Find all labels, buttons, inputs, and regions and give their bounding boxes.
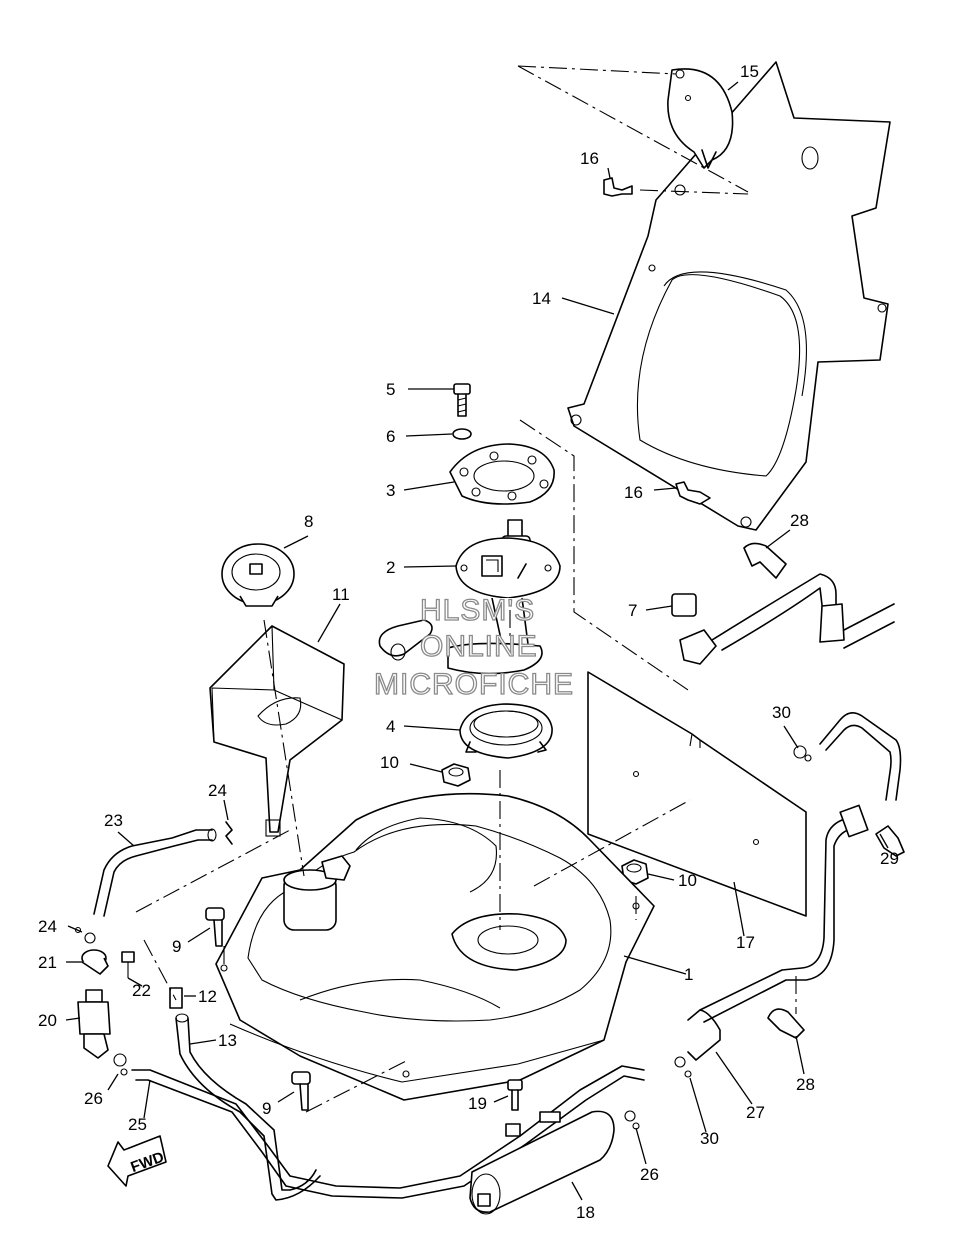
- part-30-clip-upper: [793, 745, 812, 762]
- align-line-hose13: [143, 939, 177, 1001]
- leader-lines: [65, 81, 889, 1201]
- part-28-clamp-lower: [767, 1008, 805, 1039]
- watermark-line2: ONLINE: [420, 630, 538, 663]
- part-28-clamp-upper: [743, 542, 787, 579]
- part-26-clip-left: [113, 1053, 128, 1076]
- callout-11: 11: [332, 585, 350, 604]
- callout-3: 3: [386, 481, 395, 500]
- part-16-rivet-upper: [603, 177, 686, 197]
- callout-16-lower: 16: [624, 483, 643, 502]
- align-line-bolt9b: [305, 1059, 409, 1113]
- callout-26-right: 26: [640, 1165, 659, 1184]
- leader-dash-15: [517, 65, 677, 75]
- part-29-hose-fitting: [819, 712, 905, 857]
- part-16-rivet-lower: [675, 481, 711, 505]
- part-8-fuel-cap: [221, 543, 295, 607]
- part-13-breather-hose: [175, 1013, 321, 1201]
- part-17-tank-pad: [587, 671, 807, 917]
- callout-1: 1: [684, 965, 693, 984]
- part-19-bolt: [507, 1079, 523, 1111]
- callout-10-right: 10: [678, 871, 697, 890]
- part-5-bolt: [453, 383, 471, 417]
- callout-12: 12: [198, 987, 217, 1006]
- callout-30-upper: 30: [772, 703, 791, 722]
- callout-13: 13: [218, 1031, 237, 1050]
- align-line-shield: [519, 419, 689, 691]
- callout-28-lower: 28: [796, 1075, 815, 1094]
- callout-18: 18: [576, 1203, 595, 1222]
- callout-28-upper: 28: [790, 511, 809, 530]
- callout-25: 25: [128, 1115, 147, 1134]
- align-line-pad: [533, 799, 691, 887]
- callout-5: 5: [386, 380, 395, 399]
- part-10-nut-left: [441, 763, 471, 787]
- part-26-clip-right: [624, 1110, 640, 1130]
- part-6-washer: [452, 428, 472, 440]
- callout-labels: 15 16 14 5 6 3 16 8 28 2 11 7 30 4 10 24…: [38, 62, 899, 1222]
- callout-6: 6: [386, 427, 395, 446]
- part-14-heat-shield: [567, 61, 891, 531]
- watermark: HLSM'S ONLINE MICROFICHE: [373, 593, 574, 701]
- part-12-fitting: [169, 987, 183, 1009]
- leader-dash-15b: [517, 65, 749, 193]
- part-24-clip-lower: [74, 926, 96, 944]
- part-20-fuel-filter: [77, 989, 111, 1059]
- callout-10-left: 10: [380, 753, 399, 772]
- part-9-bolt-upper: [205, 907, 225, 947]
- align-line-hose23: [135, 829, 291, 913]
- part-30-clip-lower: [674, 1056, 692, 1078]
- callout-4: 4: [386, 717, 395, 736]
- callout-26-left: 26: [84, 1089, 103, 1108]
- part-7-hose-joint: [671, 573, 895, 665]
- callout-30-lower: 30: [700, 1129, 719, 1148]
- part-22-screw: [121, 951, 135, 978]
- part-18-fuel-filter-canister: [469, 1110, 615, 1215]
- callout-21: 21: [38, 953, 57, 972]
- callout-27: 27: [746, 1103, 765, 1122]
- callout-23: 23: [104, 811, 123, 830]
- watermark-line1: HLSM'S: [420, 594, 535, 627]
- callout-16-upper: 16: [580, 149, 599, 168]
- part-4-lock-ring: [459, 703, 553, 759]
- callout-7: 7: [628, 601, 637, 620]
- callout-15: 15: [740, 62, 759, 81]
- callout-14: 14: [532, 289, 551, 308]
- callout-29: 29: [880, 849, 899, 868]
- part-25-drain-hose: [131, 1065, 645, 1199]
- part-23-vent-hose: [93, 828, 217, 917]
- callout-24-upper: 24: [208, 781, 227, 800]
- part-21-bracket: [81, 949, 109, 975]
- callout-8: 8: [304, 512, 313, 531]
- part-3-retainer-plate: [449, 443, 555, 505]
- fwd-direction-arrow: FWD: [107, 1135, 167, 1187]
- callout-19: 19: [468, 1094, 487, 1113]
- callout-9-lower: 9: [262, 1099, 271, 1118]
- align-line-cap: [263, 619, 305, 877]
- callout-17: 17: [736, 933, 755, 952]
- part-11-filler-box: [209, 625, 345, 837]
- part-9-bolt-lower: [291, 1071, 311, 1111]
- callout-24-lower: 24: [38, 917, 57, 936]
- part-1-fuel-tank: [215, 792, 655, 1101]
- part-15-cover-plate: [667, 68, 734, 169]
- part-2-fuel-pump: [378, 519, 561, 675]
- part-27-fuel-hose: [687, 819, 849, 1061]
- leader-dash-16: [639, 189, 749, 195]
- part-24-clip-upper: [225, 821, 233, 845]
- callout-22: 22: [132, 981, 151, 1000]
- callout-20: 20: [38, 1011, 57, 1030]
- callout-2: 2: [386, 558, 395, 577]
- callout-9-upper: 9: [172, 937, 181, 956]
- watermark-line3: MICROFICHE: [374, 668, 574, 701]
